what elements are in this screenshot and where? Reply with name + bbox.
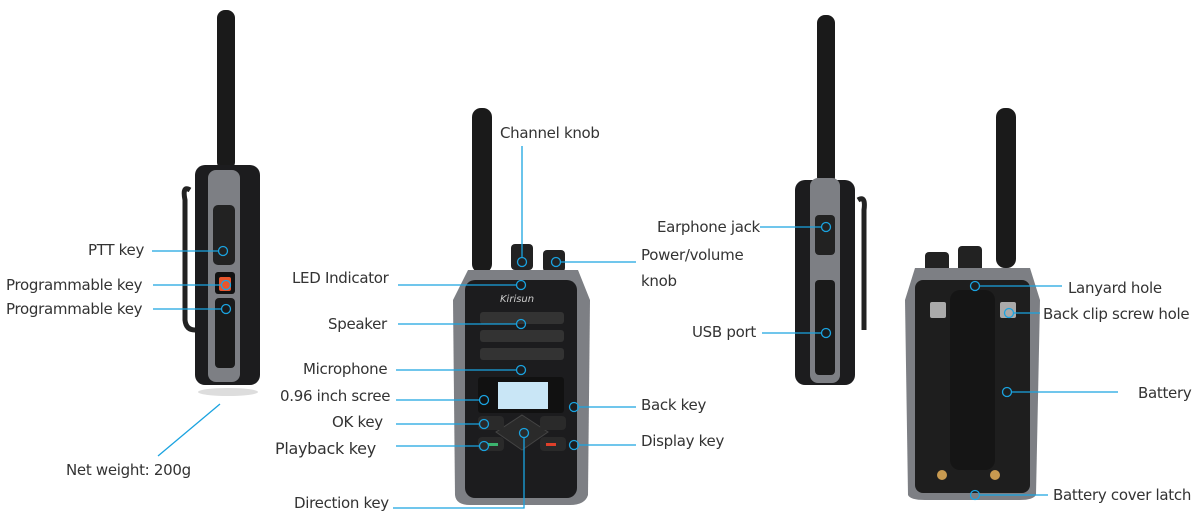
label-earphone-jack: Earphone jack <box>657 218 760 236</box>
label-playback-key: Playback key <box>275 439 376 458</box>
label-power-volume-knob: knob <box>641 272 677 290</box>
label-microphone: Microphone <box>303 360 388 378</box>
radio-front-view: Kirisun <box>453 108 590 505</box>
label-power-volume: Power/volume <box>641 246 744 264</box>
label-battery-cover-latch: Battery cover latch <box>1053 486 1192 504</box>
label-programmable-key-1: Programmable key <box>6 276 143 294</box>
radio-back-view <box>905 108 1040 500</box>
label-led-indicator: LED Indicator <box>292 269 389 287</box>
lcd-screen <box>498 382 548 409</box>
label-display-key: Display key <box>641 432 725 450</box>
label-speaker: Speaker <box>328 315 387 333</box>
label-channel-knob: Channel knob <box>500 124 600 142</box>
label-ptt-key: PTT key <box>88 241 145 259</box>
label-direction-key: Direction key <box>294 494 389 512</box>
label-battery: Battery <box>1138 384 1192 402</box>
label-screen: 0.96 inch scree <box>280 387 391 405</box>
belt-clip <box>950 290 995 470</box>
label-net-weight: Net weight: 200g <box>66 461 191 479</box>
radio-side-view-left <box>181 10 260 396</box>
label-ok-key: OK key <box>332 413 383 431</box>
radio-side-view-right <box>795 15 867 385</box>
label-programmable-key-2: Programmable key <box>6 300 143 318</box>
label-back-key: Back key <box>641 396 707 414</box>
brand-logo: Kirisun <box>500 294 534 305</box>
label-back-clip-screw-hole: Back clip screw hole <box>1043 305 1190 323</box>
leader-lines <box>152 146 1118 509</box>
label-lanyard-hole: Lanyard hole <box>1068 279 1162 297</box>
label-usb-port: USB port <box>692 323 756 341</box>
